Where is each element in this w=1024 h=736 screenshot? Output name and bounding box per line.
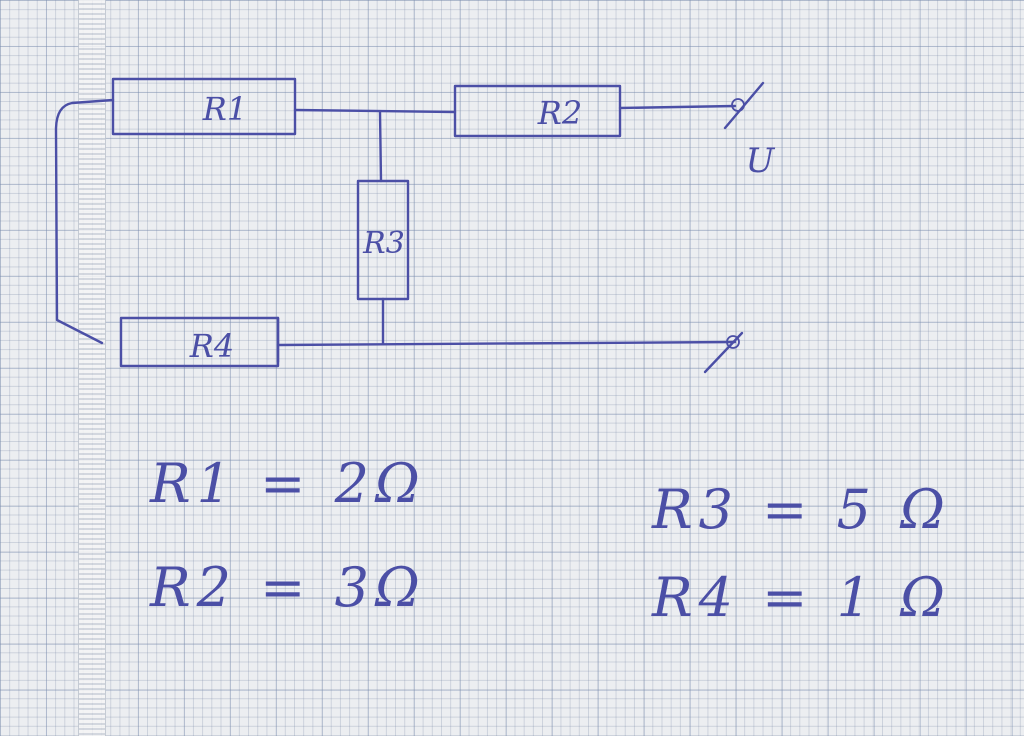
value-r2: R2 = 3Ω — [150, 556, 426, 619]
wire-r2-terminal — [618, 104, 737, 110]
voltage-label: U — [746, 141, 776, 181]
resistor-r2-label: R2 — [537, 94, 582, 132]
resistor-r4-label: R4 — [189, 327, 234, 365]
wire-r1-r2 — [293, 108, 457, 114]
value-r3: R3 = 5 Ω — [652, 478, 951, 541]
value-r1: R1 = 2Ω — [150, 452, 426, 515]
resistor-r1-label: R1 — [202, 90, 247, 128]
wire-node-r3-top — [378, 110, 383, 183]
resistor-r1 — [111, 77, 297, 136]
terminal-top-slash — [723, 81, 765, 130]
notebook-binding — [78, 0, 106, 736]
resistor-r3-label: R3 — [362, 226, 405, 261]
terminal-bottom-slash — [703, 331, 744, 374]
terminal-bottom — [726, 335, 740, 349]
wire-left-loop — [54, 98, 115, 345]
value-r4: R4 = 1 Ω — [652, 566, 951, 629]
wire-bottom — [276, 340, 737, 347]
